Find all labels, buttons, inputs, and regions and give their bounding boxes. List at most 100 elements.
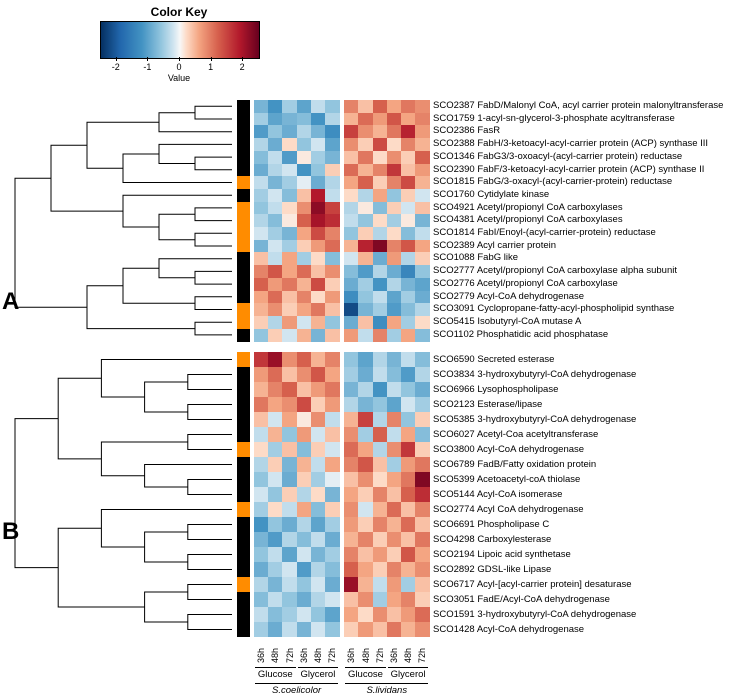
heatmap-cell: [296, 427, 312, 443]
row-side-color: [237, 328, 250, 342]
row-label: SCO1088 FabG like: [433, 252, 519, 264]
heatmap-cell: [401, 487, 416, 503]
heatmap-cell: [358, 472, 373, 488]
heatmap-cell: [254, 252, 269, 266]
heatmap-cell: [296, 547, 312, 563]
row-label: SCO4381 Acetyl/propionyl CoA carboxylase…: [433, 214, 623, 226]
heatmap-cell: [415, 412, 430, 428]
heatmap-cell: [344, 352, 359, 368]
heatmap-cell: [310, 112, 326, 126]
heatmap-cell: [415, 252, 430, 266]
row-label: SCO6717 Acyl-[acyl-carrier protein] desa…: [433, 579, 632, 590]
heatmap-cell: [386, 290, 402, 304]
row-label: SCO2123 Esterase/lipase: [433, 399, 543, 410]
heatmap-cell: [254, 112, 269, 126]
heatmap-cell: [386, 125, 402, 139]
heatmap-cell: [415, 112, 430, 126]
heatmap-cell: [344, 112, 359, 126]
heatmap-cell: [254, 427, 269, 443]
heatmap-cell: [254, 547, 269, 563]
row-label: SCO3800 Acyl-CoA dehydrogenase: [433, 444, 585, 455]
heatmap-cell: [282, 592, 297, 608]
heatmap-cell: [310, 125, 326, 139]
heatmap-cell: [415, 125, 430, 139]
heatmap-cell: [254, 382, 269, 398]
heatmap-cell: [358, 277, 373, 291]
heatmap-cell: [372, 100, 388, 114]
heatmap-cell: [282, 239, 297, 253]
heatmap-cell: [268, 163, 283, 177]
heatmap-cell: [386, 457, 402, 473]
heatmap-cell: [296, 188, 312, 202]
heatmap-cell: [344, 562, 359, 578]
heatmap-cell: [386, 502, 402, 518]
heatmap-cell: [325, 367, 340, 383]
heatmap-cell: [344, 442, 359, 458]
heatmap-cell: [268, 532, 283, 548]
heatmap-cell: [358, 328, 373, 342]
heatmap-cell: [254, 239, 269, 253]
heatmap-cell: [344, 125, 359, 139]
row-side-color: [237, 502, 250, 518]
heatmap-cell: [401, 457, 416, 473]
heatmap-cell: [282, 214, 297, 228]
heatmap-cell: [282, 290, 297, 304]
row-side-color: [237, 412, 250, 428]
heatmap-cell: [254, 622, 269, 638]
heatmap-cell: [415, 303, 430, 317]
row-side-color: [237, 352, 250, 368]
heatmap-cell: [282, 352, 297, 368]
heatmap-cell: [268, 607, 283, 623]
heatmap-cell: [254, 367, 269, 383]
row-side-color: [237, 472, 250, 488]
heatmap-cell: [325, 517, 340, 533]
heatmap-cell: [401, 112, 416, 126]
heatmap-cell: [358, 577, 373, 593]
heatmap-cell: [372, 125, 388, 139]
heatmap-cell: [344, 277, 359, 291]
heatmap-cell: [358, 412, 373, 428]
heatmap-cell: [386, 176, 402, 190]
heatmap-cell: [268, 112, 283, 126]
heatmap-cell: [310, 265, 326, 279]
heatmap-cell: [358, 138, 373, 152]
row-label: SCO1760 Cytidylate kinase: [433, 188, 550, 200]
heatmap-cell: [254, 562, 269, 578]
heatmap-cell: [372, 382, 388, 398]
heatmap-cell: [310, 622, 326, 638]
heatmap-cell: [282, 622, 297, 638]
heatmap-cell: [254, 352, 269, 368]
row-label: SCO1814 FabI/Enoyl-(acyl-carrier-protein…: [433, 227, 656, 238]
heatmap-cell: [401, 252, 416, 266]
heatmap-cell: [344, 382, 359, 398]
heatmap-cell: [282, 577, 297, 593]
heatmap-cell: [310, 252, 326, 266]
condition-group-line: [255, 667, 296, 668]
heatmap-cell: [415, 227, 430, 241]
heatmap-cell: [268, 397, 283, 413]
heatmap-cell: [344, 607, 359, 623]
row-side-color: [237, 176, 250, 190]
heatmap-cell: [325, 397, 340, 413]
heatmap-cell: [296, 577, 312, 593]
column-time-label: 36h: [346, 647, 357, 663]
heatmap-cell: [296, 239, 312, 253]
heatmap-cell: [358, 562, 373, 578]
heatmap-cell: [254, 577, 269, 593]
heatmap-cell: [325, 502, 340, 518]
heatmap-cell: [310, 457, 326, 473]
heatmap-cell: [254, 487, 269, 503]
heatmap-cell: [268, 315, 283, 329]
row-side-color: [237, 227, 250, 241]
heatmap-cell: [401, 265, 416, 279]
heatmap-cell: [254, 502, 269, 518]
row-side-color: [237, 397, 250, 413]
heatmap-cell: [386, 150, 402, 164]
row-side-color: [237, 532, 250, 548]
column-time-label: 48h: [403, 647, 414, 663]
heatmap-cell: [296, 290, 312, 304]
row-label: SCO2779 Acyl-CoA dehydrogenase: [433, 290, 585, 302]
heatmap-cell: [386, 427, 402, 443]
heatmap-cell: [358, 622, 373, 638]
heatmap-cell: [310, 382, 326, 398]
